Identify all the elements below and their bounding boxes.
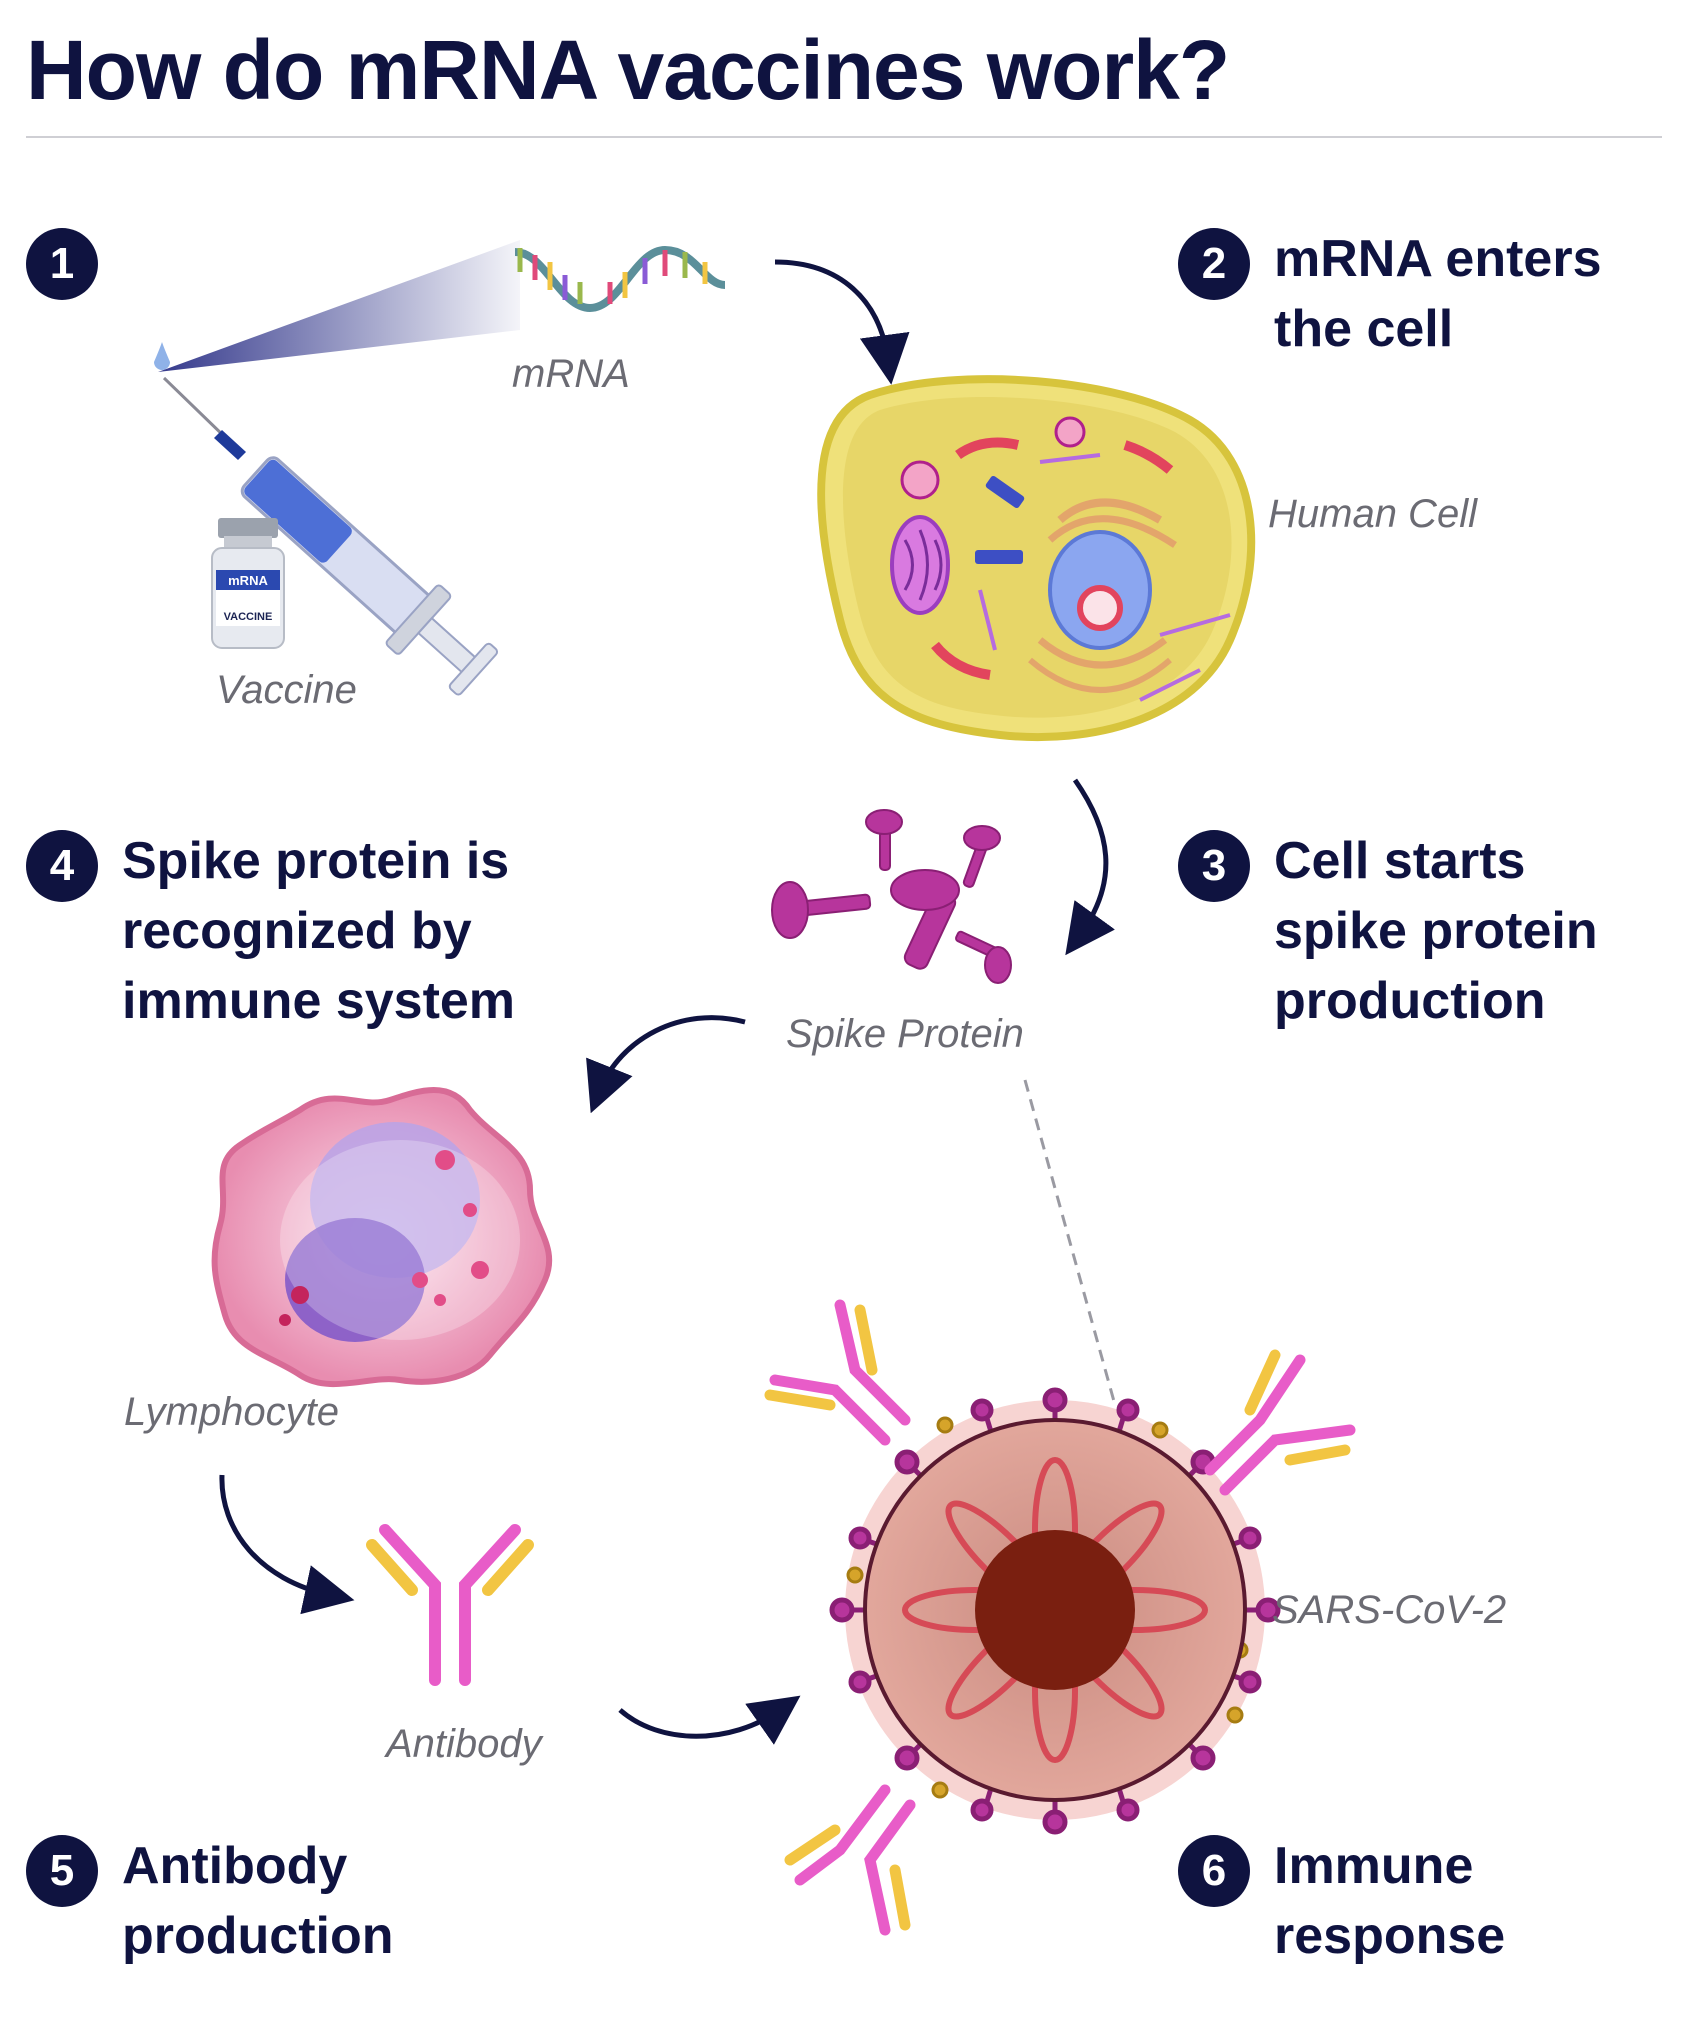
- title-divider: [26, 136, 1662, 138]
- label-antibody: Antibody: [386, 1722, 542, 1766]
- arrow-antibody-to-virus: [618, 1695, 801, 1745]
- label-human-cell: Human Cell: [1268, 492, 1477, 536]
- step-4-text: Spike protein is recognized by immune sy…: [122, 832, 516, 1030]
- step-6-number: 6: [1178, 1835, 1250, 1907]
- syringe-icon: [154, 240, 520, 696]
- label-mrna: mRNA: [512, 352, 630, 396]
- step-6: 6 Immune response: [1178, 1835, 1505, 1971]
- step-3-text: Cell starts spike protein production: [1274, 832, 1598, 1030]
- step-3-number: 3: [1178, 830, 1250, 902]
- vaccine-vial-icon: mRNA VACCINE: [211, 518, 285, 649]
- spike-to-virus-dashed-line: [1023, 1079, 1117, 1406]
- step-2-text: mRNA enters the cell: [1274, 230, 1602, 358]
- label-spike-protein: Spike Protein: [786, 1012, 1024, 1056]
- label-vaccine: Vaccine: [216, 668, 357, 712]
- step-4: 4 Spike protein is recognized by immune …: [26, 830, 515, 1036]
- arrow-cell-to-spike: [1065, 778, 1115, 956]
- spike-protein-icon: [771, 809, 1012, 984]
- step-2: 2 mRNA enters the cell: [1178, 228, 1602, 364]
- step-1-number: 1: [26, 228, 98, 300]
- step-5: 5 Antibody production: [26, 1835, 394, 1971]
- step-5-number: 5: [26, 1835, 98, 1907]
- human-cell-icon: [817, 375, 1256, 742]
- arrow-lymphocyte-to-antibody: [219, 1474, 355, 1615]
- step-6-text: Immune response: [1274, 1837, 1506, 1965]
- arrow-spike-to-lymphocyte: [586, 1015, 746, 1114]
- label-lymphocyte: Lymphocyte: [124, 1390, 339, 1434]
- step-2-number: 2: [1178, 228, 1250, 300]
- antibody-cluster-icon: [764, 1299, 1356, 1936]
- step-1: 1: [26, 228, 122, 300]
- flow-arrows: [219, 259, 1115, 1745]
- mrna-strand-icon: [514, 245, 726, 313]
- step-5-text: Antibody production: [122, 1837, 394, 1965]
- lymphocyte-icon: [211, 1087, 553, 1388]
- label-sars-cov-2: SARS-CoV-2: [1272, 1588, 1507, 1632]
- vial-label-vaccine: VACCINE: [224, 611, 273, 623]
- vial-label-mrna: mRNA: [228, 573, 268, 588]
- antibody-icon: [366, 1524, 534, 1686]
- sars-cov-2-icon: [829, 1387, 1281, 1835]
- step-3: 3 Cell starts spike protein production: [1178, 830, 1598, 1036]
- page-title: How do mRNA vaccines work?: [26, 23, 1230, 117]
- step-4-number: 4: [26, 830, 98, 902]
- arrow-vaccine-to-cell: [774, 259, 910, 385]
